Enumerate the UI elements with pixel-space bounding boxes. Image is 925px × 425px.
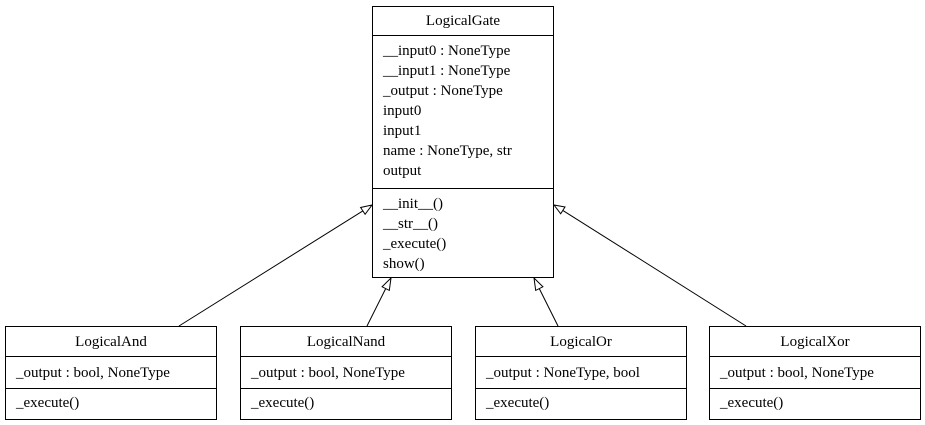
method: _execute() bbox=[383, 236, 447, 252]
method: _execute() bbox=[16, 395, 80, 411]
method: __str__() bbox=[383, 216, 438, 232]
attributes-section: __input0 : NoneType __input1 : NoneType … bbox=[373, 36, 553, 189]
inheritance-edge-xor bbox=[562, 209, 747, 327]
inheritance-edge-nand bbox=[366, 288, 387, 327]
attribute: _output : bool, NoneType bbox=[720, 365, 874, 381]
method: __init__() bbox=[383, 196, 443, 212]
class-logical-nand: LogicalNand _output : bool, NoneType _ex… bbox=[240, 326, 452, 420]
attribute: input0 bbox=[383, 103, 422, 119]
methods-section: __init__() __str__() _execute() show() bbox=[373, 189, 553, 277]
attribute: _output : NoneType, bool bbox=[486, 365, 640, 381]
inheritance-arrowhead-xor bbox=[552, 204, 566, 215]
attribute: __input1 : NoneType bbox=[383, 63, 511, 79]
attribute: output bbox=[383, 163, 422, 179]
attributes-section: _output : bool, NoneType bbox=[710, 357, 920, 389]
attribute: input1 bbox=[383, 123, 422, 139]
inheritance-edge-and bbox=[178, 210, 364, 327]
attribute: _output : bool, NoneType bbox=[251, 365, 405, 381]
methods-section: _execute() bbox=[476, 389, 686, 419]
class-logical-gate: LogicalGate __input0 : NoneType __input1… bbox=[372, 6, 554, 278]
attributes-section: _output : bool, NoneType bbox=[6, 357, 216, 389]
method: _execute() bbox=[720, 395, 784, 411]
attribute: __input0 : NoneType bbox=[383, 43, 511, 59]
attributes-section: _output : bool, NoneType bbox=[241, 357, 451, 389]
class-name: LogicalGate bbox=[373, 7, 553, 36]
methods-section: _execute() bbox=[6, 389, 216, 419]
class-logical-or: LogicalOr _output : NoneType, bool _exec… bbox=[475, 326, 687, 420]
class-logical-and: LogicalAnd _output : bool, NoneType _exe… bbox=[5, 326, 217, 420]
attribute: _output : NoneType bbox=[383, 83, 503, 99]
inheritance-arrowhead-nand bbox=[381, 276, 392, 292]
attribute: _output : bool, NoneType bbox=[16, 365, 170, 381]
class-name: LogicalOr bbox=[476, 327, 686, 357]
method: _execute() bbox=[486, 395, 550, 411]
inheritance-arrowhead-and bbox=[359, 204, 374, 216]
class-logical-xor: LogicalXor _output : bool, NoneType _exe… bbox=[709, 326, 921, 420]
attribute: name : NoneType, str bbox=[383, 143, 512, 159]
class-name: LogicalNand bbox=[241, 327, 451, 357]
class-name: LogicalXor bbox=[710, 327, 920, 357]
inheritance-edge-or bbox=[538, 288, 559, 327]
inheritance-arrowhead-or bbox=[533, 276, 544, 292]
class-name: LogicalAnd bbox=[6, 327, 216, 357]
method: show() bbox=[383, 256, 425, 272]
attributes-section: _output : NoneType, bool bbox=[476, 357, 686, 389]
methods-section: _execute() bbox=[241, 389, 451, 419]
method: _execute() bbox=[251, 395, 315, 411]
methods-section: _execute() bbox=[710, 389, 920, 419]
